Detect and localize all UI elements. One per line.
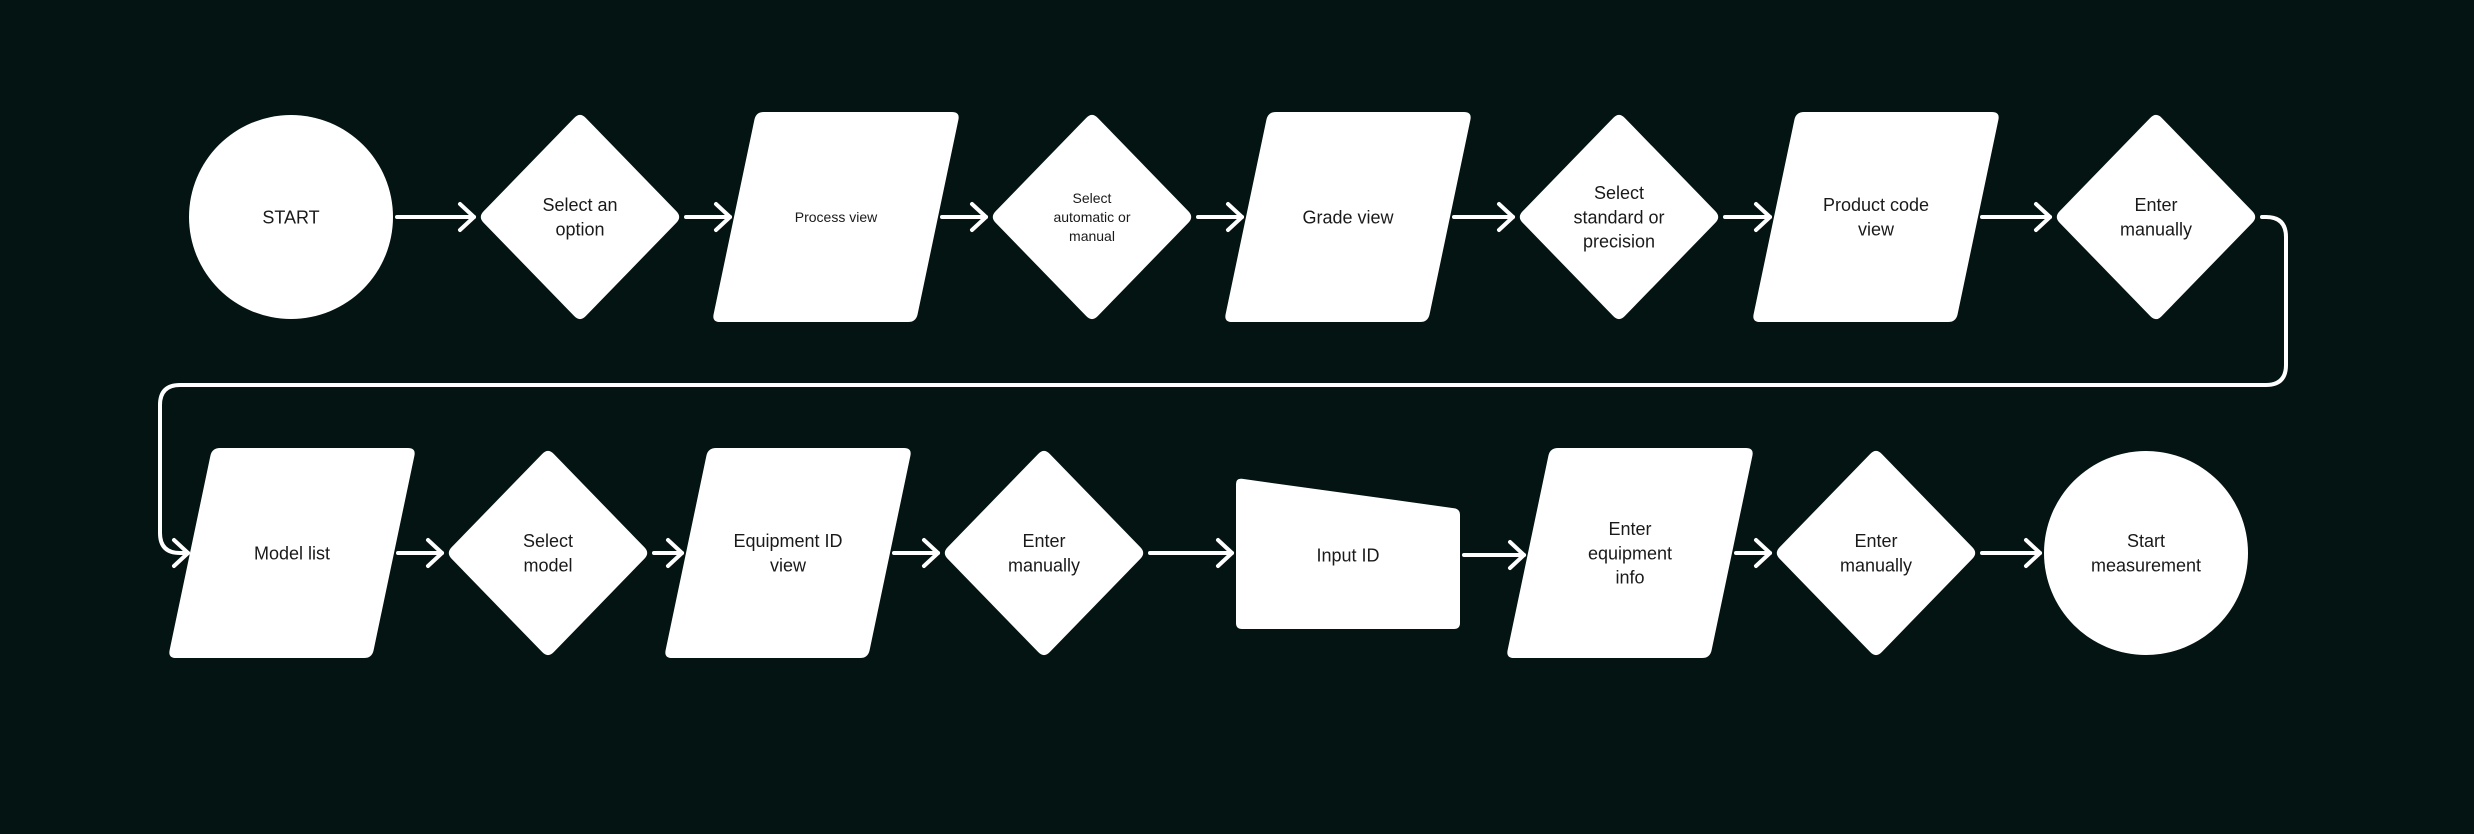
arrow-head [970, 202, 988, 232]
connector-select-model-to-equipment-id-view [652, 538, 684, 568]
data-parallelogram [665, 448, 911, 658]
connector-grade-view-to-select-standard-precision [1452, 202, 1515, 232]
arrow-head [1508, 540, 1526, 570]
node-select-auto-manual: Select automatic or manual [992, 114, 1192, 320]
node-label: view [770, 555, 807, 575]
arrow-head [922, 538, 940, 568]
node-label: model [523, 555, 572, 575]
terminal-circle [189, 115, 393, 319]
node-product-code-view: Product code view [1753, 112, 1999, 322]
node-label: Model list [254, 543, 330, 563]
node-grade-view: Grade view [1225, 112, 1471, 322]
connector-enter-equipment-info-to-enter-manually-3 [1734, 538, 1772, 568]
node-label: info [1615, 568, 1644, 588]
node-label: measurement [2091, 555, 2201, 575]
connector-model-list-to-select-model [396, 538, 444, 568]
connector-product-code-view-to-enter-manually-1 [1980, 202, 2052, 232]
node-label: Select [523, 531, 573, 551]
connector-enter-manually-1-to-model-list [158, 215, 2288, 568]
node-label: Enter [1854, 531, 1897, 551]
node-label: Select [1073, 190, 1112, 206]
arrow-head [666, 538, 684, 568]
arrow-head [2024, 538, 2042, 568]
node-label: START [262, 207, 319, 227]
node-label: Enter [1022, 531, 1065, 551]
node-select-model: Select model [448, 450, 648, 656]
node-label: Select [1594, 183, 1644, 203]
arrow-head [1226, 202, 1244, 232]
decision-diamond [448, 450, 648, 656]
connector-enter-manually-2-to-input-id [1148, 538, 1234, 568]
node-label: equipment [1588, 543, 1672, 563]
arrow-head [1497, 202, 1515, 232]
node-select-option: Select an option [480, 114, 680, 320]
connector-wrap-line [158, 215, 2288, 555]
node-label: view [1858, 220, 1895, 240]
node-label: manual [1069, 228, 1115, 244]
connector-select-standard-precision-to-product-code-view [1723, 202, 1772, 232]
node-enter-manually-1: Enter manually [2056, 114, 2256, 320]
node-start-measurement: Start measurement [2044, 451, 2248, 655]
node-label: option [555, 220, 604, 240]
node-label: Enter [1608, 519, 1651, 539]
decision-diamond [1519, 114, 1719, 320]
arrow-head [1754, 202, 1772, 232]
node-start: START [189, 115, 393, 319]
connector-select-option-to-process-view [684, 202, 732, 232]
node-label: Equipment ID [733, 531, 842, 551]
data-parallelogram [1225, 112, 1471, 322]
node-enter-equipment-info: Enter equipment info [1507, 448, 1753, 658]
connector-enter-manually-3-to-start-measurement [1980, 538, 2042, 568]
node-label: Product code [1823, 195, 1929, 215]
connector-select-auto-manual-to-grade-view [1196, 202, 1244, 232]
arrow-head [1754, 538, 1772, 568]
data-parallelogram [713, 112, 959, 322]
data-parallelogram [169, 448, 415, 658]
decision-diamond [2056, 114, 2256, 320]
node-label: Process view [795, 209, 878, 225]
node-label: Start [2127, 531, 2165, 551]
connector-input-id-to-enter-equipment-info [1462, 540, 1526, 570]
node-label: standard or [1573, 207, 1664, 227]
node-label: manually [2120, 220, 2192, 240]
arrow-head [2034, 202, 2052, 232]
arrow-head [1216, 538, 1234, 568]
node-enter-manually-3: Enter manually [1776, 450, 1976, 656]
data-parallelogram [1753, 112, 1999, 322]
arrow-head [458, 202, 476, 232]
data-parallelogram [1507, 448, 1753, 658]
node-select-standard-precision: Select standard or precision [1519, 114, 1719, 320]
arrow-head [426, 538, 444, 568]
node-label: manually [1840, 555, 1912, 575]
node-label: precision [1583, 232, 1655, 252]
node-label: Enter [2134, 195, 2177, 215]
node-label: Input ID [1316, 545, 1379, 565]
decision-diamond [1776, 450, 1976, 656]
connector-process-view-to-select-auto-manual [940, 202, 988, 232]
node-label: Grade view [1302, 207, 1394, 227]
node-label: manually [1008, 555, 1080, 575]
manual-input-shape [1236, 478, 1460, 629]
node-model-list: Model list [169, 448, 415, 658]
decision-diamond [992, 114, 1192, 320]
arrow-head [172, 538, 190, 568]
node-process-view: Process view [713, 112, 959, 322]
node-input-id: Input ID [1236, 478, 1460, 629]
arrow-head [714, 202, 732, 232]
decision-diamond [480, 114, 680, 320]
node-enter-manually-2: Enter manually [944, 450, 1144, 656]
node-label: Select an [542, 195, 617, 215]
node-equipment-id-view: Equipment ID view [665, 448, 911, 658]
node-label: automatic or [1053, 209, 1130, 225]
connector-start-to-select-option [395, 202, 476, 232]
terminal-circle [2044, 451, 2248, 655]
decision-diamond [944, 450, 1144, 656]
connectors [158, 202, 2288, 570]
connector-equipment-id-view-to-enter-manually-2 [892, 538, 940, 568]
